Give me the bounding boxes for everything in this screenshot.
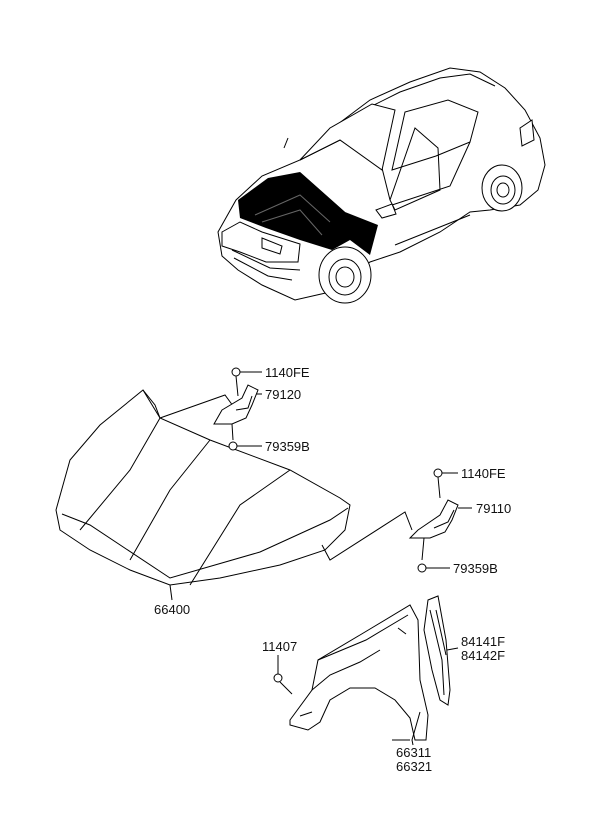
- label-79359b-left: 79359B: [265, 439, 310, 454]
- label-84141f: 84141F: [461, 634, 505, 649]
- label-1140fe-left: 1140FE: [265, 365, 310, 380]
- part-labels: 1140FE 79120 79359B 1140FE 79110 79359B …: [154, 365, 511, 774]
- label-1140fe-right: 1140FE: [461, 466, 506, 481]
- hood-hinge-right: [408, 468, 459, 573]
- label-84142f: 84142F: [461, 648, 505, 663]
- label-66311: 66311: [396, 745, 431, 760]
- hood-panel: [55, 389, 413, 586]
- label-79110: 79110: [476, 501, 511, 516]
- label-79120: 79120: [265, 387, 301, 402]
- fender-insulator: [423, 595, 451, 706]
- fender-panel: [273, 604, 429, 741]
- label-66400: 66400: [154, 602, 190, 617]
- label-66321: 66321: [396, 759, 432, 774]
- label-79359b-right: 79359B: [453, 561, 498, 576]
- hood-hinge-left: [213, 367, 259, 451]
- label-11407: 11407: [262, 639, 297, 654]
- car-illustration: [217, 67, 546, 304]
- leader-lines: [169, 371, 472, 746]
